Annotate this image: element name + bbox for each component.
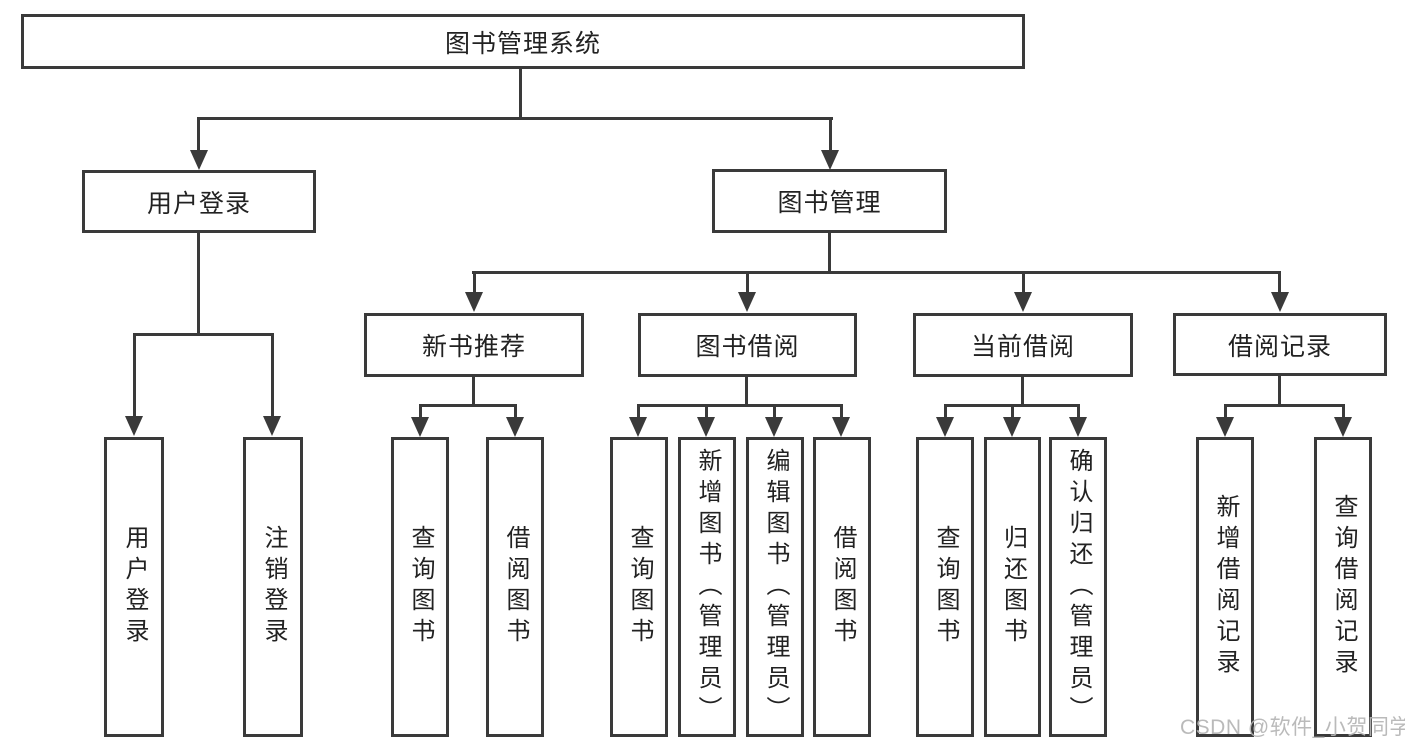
connector-shaft-book-management: [829, 117, 832, 151]
node-br-query-borrow-record: 查询借阅记录: [1314, 437, 1372, 737]
connector-shaft-logout-leaf: [271, 333, 274, 417]
node-label: 图书管理系统: [444, 29, 601, 58]
node-label: 用户登录: [121, 525, 148, 649]
node-bb-borrow-books: 借阅图书: [813, 437, 871, 737]
arrowhead-bb-add: [697, 417, 715, 437]
node-label: 图书借阅: [695, 333, 800, 361]
node-bb-query-books: 查询图书: [610, 437, 668, 737]
connector-shaft-cb-query: [944, 404, 947, 418]
node-label: 借阅图书: [502, 525, 529, 649]
connector-shaft-cb-confirm: [1077, 404, 1080, 418]
arrowhead-borrow-records: [1271, 292, 1289, 312]
arrowhead-cb-confirm: [1069, 417, 1087, 437]
node-label: 确认归还（管理员）: [1065, 447, 1092, 727]
connector-shaft-bb-borrow: [840, 404, 843, 418]
arrowhead-cb-query: [936, 417, 954, 437]
node-logout: 注销登录: [243, 437, 303, 737]
connector-user-login-crossbar: [133, 333, 274, 336]
arrowhead-bb-query: [629, 417, 647, 437]
connector-book-management-stem: [828, 232, 831, 274]
node-cb-return-books: 归还图书: [984, 437, 1041, 737]
arrowhead-logout-leaf: [263, 416, 281, 436]
connector-shaft-borrow-records: [1278, 271, 1281, 293]
connector-br-crossbar: [1224, 404, 1345, 407]
connector-shaft-book-borrow: [746, 271, 749, 293]
node-user-login: 用户登录: [82, 170, 316, 233]
connector-shaft-new-book-recommend: [473, 271, 476, 293]
connector-shaft-bb-edit: [773, 404, 776, 418]
arrowhead-bb-edit: [765, 417, 783, 437]
connector-root-stem: [519, 66, 522, 119]
node-label: 查询图书: [932, 525, 959, 649]
node-label: 查询图书: [626, 525, 653, 649]
connector-book-management-crossbar: [472, 271, 1281, 274]
arrowhead-cb-return: [1003, 417, 1021, 437]
connector-shaft-bb-add: [705, 404, 708, 418]
connector-bb-crossbar: [637, 404, 843, 407]
connector-shaft-login-leaf: [133, 333, 136, 417]
node-library-management-system: 图书管理系统: [21, 14, 1025, 69]
connector-user-login-stem: [197, 232, 200, 336]
node-label: 新增图书（管理员）: [694, 447, 721, 727]
node-label: 查询图书: [407, 525, 434, 649]
node-new-book-recommend: 新书推荐: [364, 313, 584, 377]
node-current-borrow: 当前借阅: [913, 313, 1133, 377]
node-label: 图书管理: [777, 189, 882, 217]
node-cb-confirm-return-admin: 确认归还（管理员）: [1049, 437, 1107, 737]
connector-shaft-br-add: [1224, 404, 1227, 418]
connector-cb-stem: [1021, 376, 1024, 407]
node-cb-query-books: 查询图书: [916, 437, 974, 737]
connector-nbr-crossbar: [419, 404, 517, 407]
node-nbr-borrow-books: 借阅图书: [486, 437, 544, 737]
node-label: 新书推荐: [421, 333, 526, 361]
node-label: 用户登录: [146, 189, 251, 218]
connector-shaft-bb-query: [637, 404, 640, 418]
arrowhead-bb-borrow: [832, 417, 850, 437]
node-label: 查询借阅记录: [1330, 494, 1357, 680]
arrowhead-login-leaf: [125, 416, 143, 436]
arrowhead-nbr-borrow: [506, 417, 524, 437]
node-bb-add-books-admin: 新增图书（管理员）: [678, 437, 736, 737]
node-book-management: 图书管理: [712, 169, 947, 233]
connector-br-stem: [1278, 375, 1281, 407]
arrowhead-user-login: [190, 150, 208, 170]
csdn-watermark: CSDN @软件_小贺同学: [1180, 716, 1405, 739]
connector-nbr-stem: [472, 376, 475, 407]
connector-shaft-cb-return: [1011, 404, 1014, 418]
connector-shaft-user-login: [197, 117, 200, 151]
node-bb-edit-books-admin: 编辑图书（管理员）: [746, 437, 804, 737]
node-book-borrow: 图书借阅: [638, 313, 857, 377]
connector-shaft-br-query: [1342, 404, 1345, 418]
node-user-login-action: 用户登录: [104, 437, 164, 737]
arrowhead-nbr-query: [411, 417, 429, 437]
connector-bb-stem: [745, 376, 748, 407]
node-label: 编辑图书（管理员）: [762, 447, 789, 727]
node-label: 借阅记录: [1227, 332, 1332, 361]
node-label: 借阅图书: [829, 525, 856, 649]
connector-shaft-current-borrow: [1022, 271, 1025, 293]
node-nbr-query-books: 查询图书: [391, 437, 449, 737]
arrowhead-br-add: [1216, 417, 1234, 437]
arrowhead-book-management: [821, 150, 839, 170]
arrowhead-book-borrow: [738, 292, 756, 312]
node-label: 归还图书: [999, 525, 1027, 649]
connector-shaft-nbr-borrow: [514, 404, 517, 418]
node-borrow-records: 借阅记录: [1173, 313, 1387, 376]
connector-root-crossbar: [197, 117, 833, 120]
node-br-add-borrow-record: 新增借阅记录: [1196, 437, 1254, 737]
node-label: 当前借阅: [970, 333, 1075, 361]
arrowhead-new-book-recommend: [465, 292, 483, 312]
arrowhead-br-query: [1334, 417, 1352, 437]
arrowhead-current-borrow: [1014, 292, 1032, 312]
node-label: 注销登录: [260, 525, 287, 649]
node-label: 新增借阅记录: [1212, 494, 1239, 680]
connector-shaft-nbr-query: [419, 404, 422, 418]
